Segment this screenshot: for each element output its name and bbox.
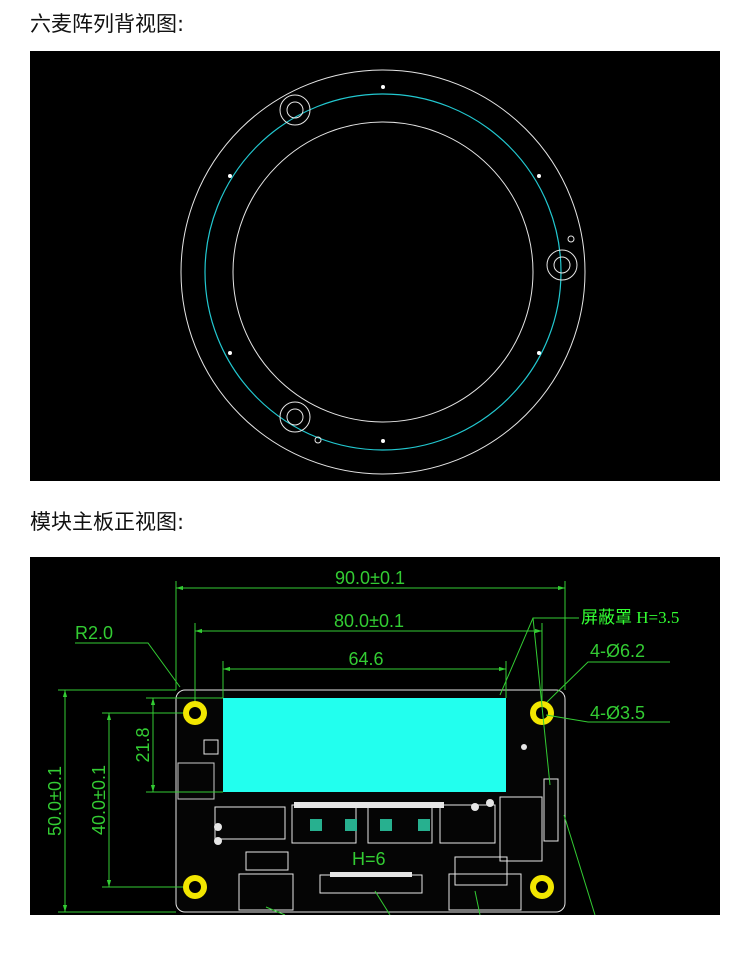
leader-bottom	[374, 890, 391, 915]
component	[499, 796, 543, 862]
chip-icon	[418, 819, 430, 831]
via	[471, 803, 479, 811]
dim-screen-height: 21.8	[133, 727, 153, 762]
mount-hole-inner	[286, 101, 304, 119]
mic-array-drawing	[30, 51, 720, 481]
dim-width-screen: 64.6	[348, 649, 383, 669]
dim-width-hole: 80.0±0.1	[334, 611, 404, 631]
dim-corner-radius: R2.0	[75, 623, 113, 643]
leader-hole-outer	[546, 661, 670, 703]
main-board-drawing: 90.0±0.1 80.0±0.1 64.6 R2.0 4-Ø6.2 4-Ø3.…	[30, 557, 720, 915]
component	[454, 856, 508, 886]
mic-point	[537, 174, 541, 178]
inner-ring-outline	[232, 121, 534, 423]
leader-r2	[75, 642, 181, 688]
leader-bottom	[474, 890, 481, 915]
note-shield-cover: 屏蔽罩 H=3.5	[581, 608, 679, 627]
mount-pad-hole	[536, 881, 548, 893]
leader-shield	[532, 617, 551, 786]
mic-array-heading: 六麦阵列背视图:	[30, 12, 185, 36]
mount-pad-hole	[536, 707, 548, 719]
usb-connector	[177, 762, 215, 800]
leader-lines	[75, 617, 670, 915]
mount-hole-inner	[286, 408, 304, 426]
mount-hole-outer	[279, 401, 311, 433]
pin-strip	[294, 802, 444, 808]
connector-right	[543, 778, 559, 842]
via	[214, 837, 222, 845]
via	[486, 799, 494, 807]
locating-hole	[314, 436, 322, 444]
mic-point	[228, 174, 232, 178]
leader-bottom	[563, 814, 596, 915]
via	[521, 744, 527, 750]
mount-hole-outer	[279, 94, 311, 126]
mount-pad-hole	[189, 707, 201, 719]
mount-hole-outer	[546, 249, 578, 281]
pcb-components	[177, 739, 559, 911]
main-board-heading: 模块主板正视图:	[30, 510, 185, 534]
mount-pad-hole	[189, 881, 201, 893]
dimension-lines	[62, 585, 565, 912]
component	[203, 739, 219, 755]
mic-point	[537, 351, 541, 355]
component	[439, 804, 496, 844]
leader-hole-inner	[545, 714, 670, 723]
dim-width-outer: 90.0±0.1	[335, 568, 405, 588]
chip-icon	[380, 819, 392, 831]
via	[214, 823, 222, 831]
component	[214, 806, 286, 840]
leader-bottom	[265, 906, 286, 915]
extension-lines	[58, 581, 566, 913]
microphone-points	[228, 85, 541, 443]
dim-hole-inner: 4-Ø3.5	[590, 703, 645, 723]
mount-hole-inner	[553, 256, 571, 274]
display-screen	[223, 698, 506, 792]
mic-point	[228, 351, 232, 355]
chip-icon	[310, 819, 322, 831]
mic-point	[381, 85, 385, 89]
mic-point	[381, 439, 385, 443]
main-board-svg: 90.0±0.1 80.0±0.1 64.6 R2.0 4-Ø6.2 4-Ø3.…	[45, 568, 679, 915]
dim-shield-height: H=6	[352, 849, 386, 869]
component	[245, 851, 289, 871]
dim-height-hole: 40.0±0.1	[89, 765, 109, 835]
component-pads	[214, 744, 527, 877]
mounting-pads	[183, 701, 554, 899]
dim-hole-outer: 4-Ø6.2	[590, 641, 645, 661]
outer-ring-outline	[180, 69, 586, 475]
mounting-holes	[279, 94, 578, 444]
pcb-circle	[204, 93, 562, 451]
mic-array-svg	[180, 69, 586, 475]
dim-height-outer: 50.0±0.1	[45, 766, 65, 836]
chip-icon	[345, 819, 357, 831]
locating-hole	[567, 235, 575, 243]
pin-strip	[330, 872, 412, 877]
connector-bottom	[448, 873, 522, 911]
connector-bottom	[238, 873, 294, 911]
